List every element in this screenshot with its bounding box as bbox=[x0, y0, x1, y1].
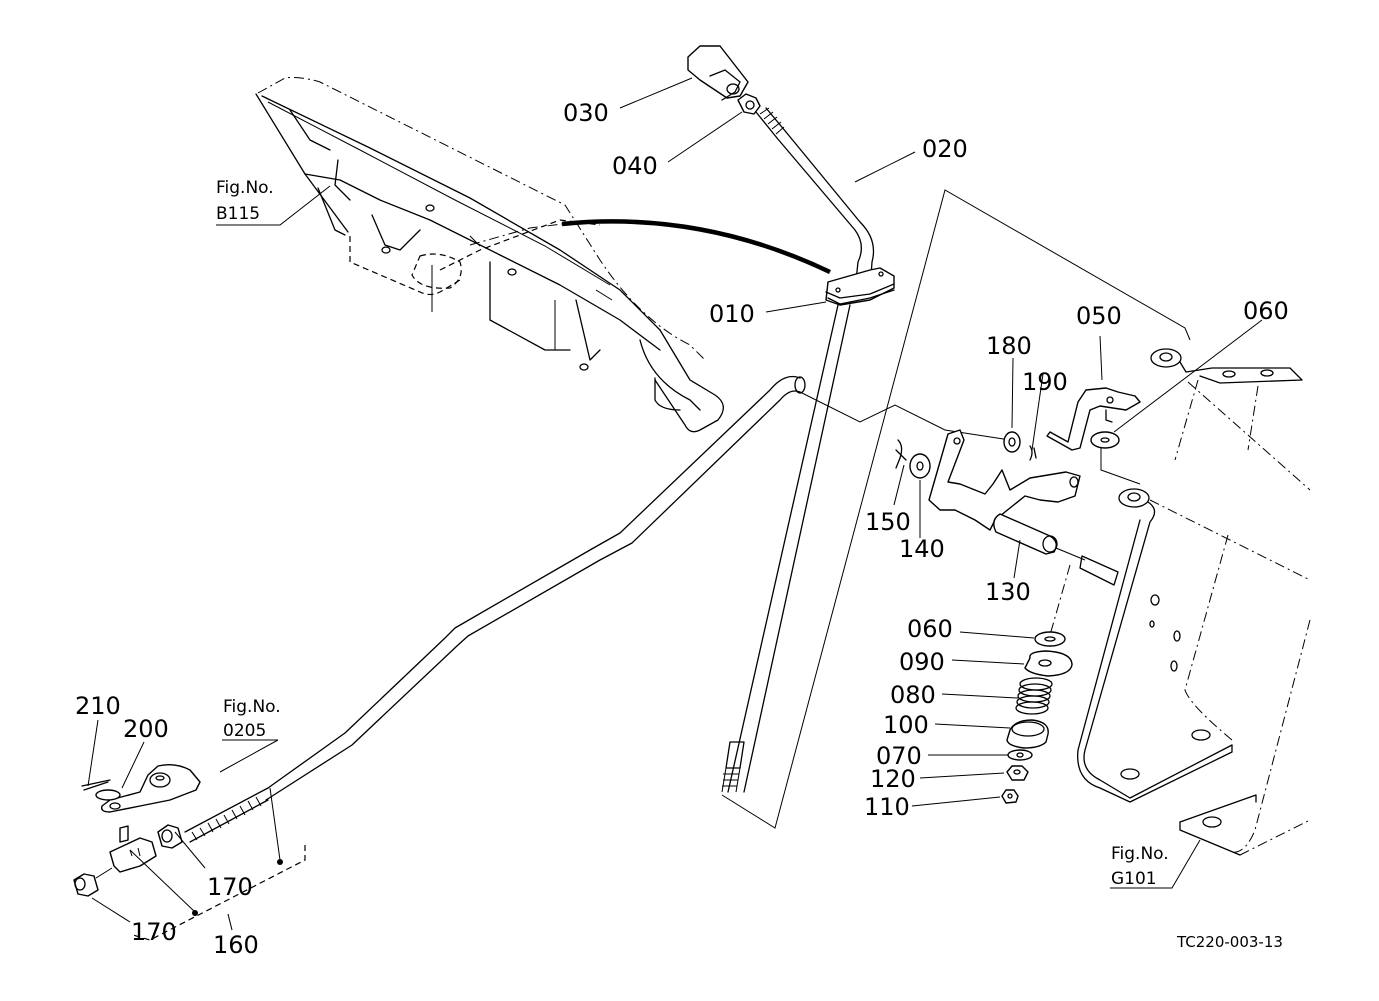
fig-number: G101 bbox=[1111, 869, 1157, 889]
fig-caption: Fig.No. bbox=[223, 697, 281, 717]
reference-frame-upper bbox=[799, 391, 1011, 441]
lever-050 bbox=[1046, 387, 1141, 451]
part-label-120: 120 bbox=[870, 765, 916, 793]
part-label-110: 110 bbox=[864, 793, 910, 821]
part-label-160: 160 bbox=[213, 931, 259, 959]
fig-number: B115 bbox=[216, 204, 260, 224]
part-label-170-upper: 170 bbox=[207, 873, 253, 901]
cable-routing-line bbox=[469, 223, 563, 246]
part-labels: 030 040 020 010 050 060 180 190 150 140 … bbox=[75, 99, 1289, 959]
part-label-040: 040 bbox=[612, 152, 658, 180]
reference-frame-right bbox=[1100, 438, 1141, 485]
spring-stack bbox=[1001, 564, 1073, 804]
lower-linkage bbox=[73, 763, 306, 941]
part-label-050: 050 bbox=[1076, 302, 1122, 330]
part-label-100: 100 bbox=[883, 711, 929, 739]
control-rod bbox=[184, 375, 806, 843]
lever-130 bbox=[895, 429, 1086, 561]
reference-frame-rod bbox=[721, 189, 1191, 829]
figure-reference-0205: Fig.No. 0205 bbox=[223, 697, 281, 741]
part-label-060-lower: 060 bbox=[907, 615, 953, 643]
part-label-180: 180 bbox=[986, 332, 1032, 360]
figure-reference-b115: Fig.No. B115 bbox=[216, 178, 274, 224]
mounting-bracket bbox=[1077, 348, 1311, 856]
part-label-090: 090 bbox=[899, 648, 945, 676]
drawing-code: TC220-003-13 bbox=[1176, 933, 1283, 951]
part-label-140: 140 bbox=[899, 535, 945, 563]
spring bbox=[1015, 677, 1053, 715]
fig-number: 0205 bbox=[223, 721, 266, 741]
throttle-lever-assembly bbox=[687, 45, 895, 793]
throttle-cable bbox=[561, 219, 831, 275]
part-label-060-upper: 060 bbox=[1243, 297, 1289, 325]
figure-reference-g101: Fig.No. G101 bbox=[1111, 844, 1169, 889]
part-label-070: 070 bbox=[876, 742, 922, 770]
part-label-080: 080 bbox=[890, 681, 936, 709]
dashboard-panel bbox=[255, 77, 724, 433]
part-label-150: 150 bbox=[865, 508, 911, 536]
part-label-210: 210 bbox=[75, 692, 121, 720]
part-label-010: 010 bbox=[709, 300, 755, 328]
part-label-030: 030 bbox=[563, 99, 609, 127]
fig-caption: Fig.No. bbox=[1111, 844, 1169, 864]
part-label-190: 190 bbox=[1022, 368, 1068, 396]
part-label-170-lower: 170 bbox=[131, 918, 177, 946]
part-label-200: 200 bbox=[123, 715, 169, 743]
leader-lines bbox=[87, 77, 1263, 931]
part-label-020: 020 bbox=[922, 135, 968, 163]
part-label-130: 130 bbox=[985, 578, 1031, 606]
fig-caption: Fig.No. bbox=[216, 178, 274, 198]
